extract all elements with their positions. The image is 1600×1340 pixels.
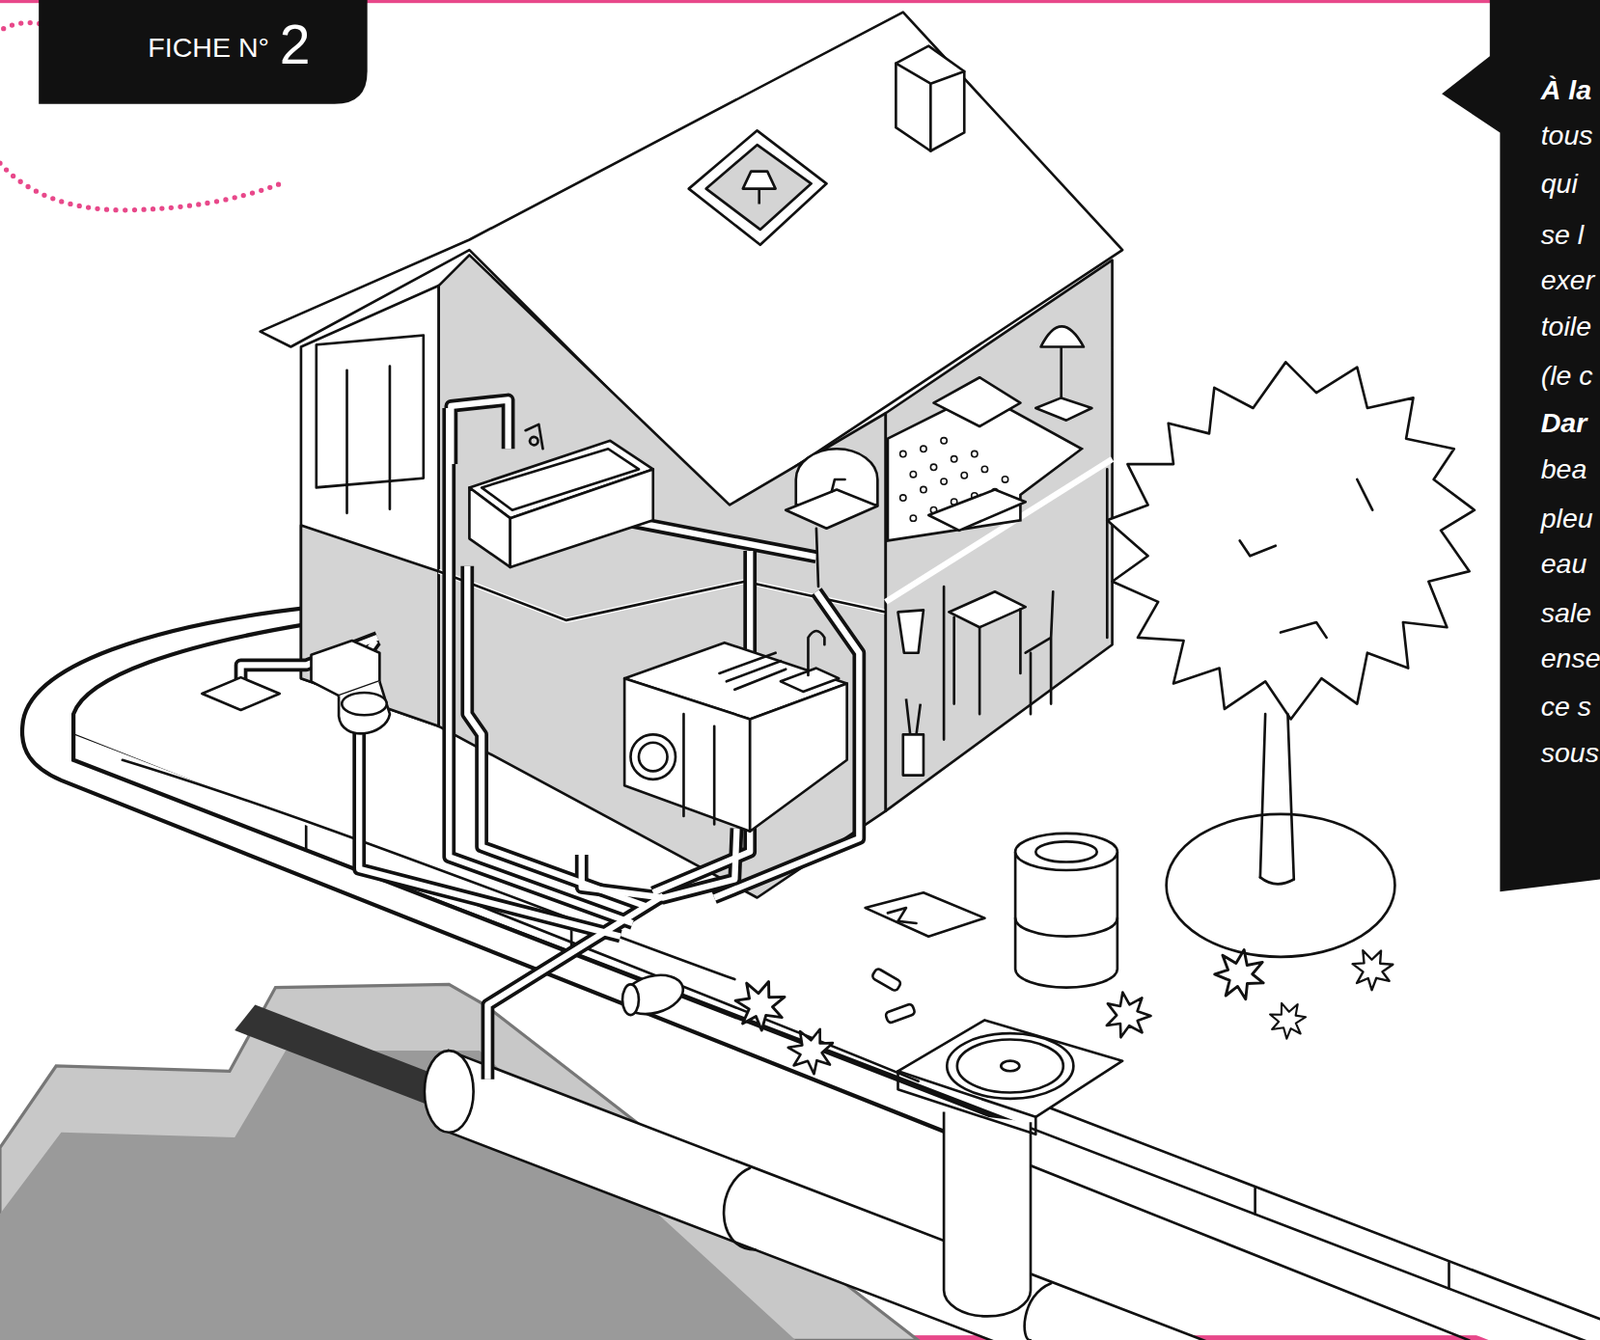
chair bbox=[1025, 591, 1054, 715]
tree-root bbox=[1260, 877, 1295, 884]
sheet-label: FICHE N° bbox=[147, 34, 270, 63]
toilet-bowl bbox=[338, 681, 390, 734]
sheet-label: 2 bbox=[279, 16, 311, 72]
drain-shaft bbox=[943, 1112, 1031, 1318]
pipes-fill bbox=[241, 400, 860, 1080]
sink-cabinet bbox=[749, 683, 847, 831]
sewer-joint bbox=[723, 1168, 755, 1251]
panel-text: sous bbox=[1541, 740, 1600, 769]
trash-can bbox=[1015, 852, 1118, 989]
ground-floor-wall bbox=[301, 525, 440, 727]
node-shape bbox=[38, 0, 367, 105]
text-panel: À la tous qui se l exer toile (le c Dar bea pleu e… bbox=[1434, 0, 1600, 894]
pipes-outline bbox=[241, 400, 860, 1080]
floor-drain bbox=[201, 677, 279, 711]
machine-door-glass bbox=[638, 743, 668, 773]
panel-text: À la bbox=[1541, 76, 1592, 105]
trash-can-band bbox=[1015, 918, 1118, 938]
sheet-tab: FICHE N° 2 bbox=[38, 0, 367, 105]
desk bbox=[948, 591, 1025, 628]
nightstand bbox=[1035, 397, 1092, 420]
washbasin-stand bbox=[816, 479, 846, 587]
panel-text: se l bbox=[1541, 220, 1584, 249]
rug bbox=[928, 490, 1025, 531]
kitchen-sink bbox=[780, 668, 839, 692]
machine-door bbox=[630, 734, 676, 780]
can-end bbox=[622, 984, 639, 1016]
skylight bbox=[689, 130, 828, 245]
bath-tap bbox=[525, 424, 544, 449]
panel-text: bea bbox=[1541, 456, 1588, 485]
washbasin bbox=[785, 490, 878, 529]
window bbox=[316, 335, 424, 489]
tree-canopy bbox=[1106, 361, 1475, 719]
tree-base bbox=[1166, 814, 1396, 958]
drain-cover-hole bbox=[1000, 1061, 1020, 1073]
drain-grate bbox=[898, 1020, 1124, 1117]
panel-text: sale bbox=[1541, 600, 1592, 629]
panel-text: exer bbox=[1541, 267, 1596, 296]
tree-detail bbox=[1240, 479, 1373, 638]
panel-text: (le c bbox=[1541, 361, 1594, 390]
sewer-pipe-end bbox=[424, 1050, 474, 1133]
skylight-glass bbox=[706, 144, 812, 230]
panel-text: eau bbox=[1541, 551, 1588, 580]
toilet-seat bbox=[341, 692, 387, 716]
side-rooms bbox=[885, 260, 1113, 812]
faucet bbox=[807, 631, 825, 676]
panel-text: ce s bbox=[1541, 693, 1592, 722]
chimney-edge bbox=[895, 63, 965, 152]
chimney bbox=[895, 46, 965, 152]
desk-legs bbox=[954, 608, 1021, 715]
trash-can-top bbox=[1015, 833, 1118, 871]
tree-trunk bbox=[1260, 714, 1295, 880]
drain-cover-ring bbox=[957, 1039, 1064, 1093]
bathtub-side bbox=[510, 468, 654, 568]
panel-text: qui bbox=[1541, 170, 1578, 199]
drain-cover bbox=[946, 1033, 1074, 1100]
washing-machine bbox=[624, 678, 750, 832]
bed-lamp bbox=[1041, 326, 1084, 403]
drain-edge bbox=[898, 1071, 1037, 1135]
paper-print bbox=[887, 908, 917, 924]
window-frame bbox=[347, 366, 390, 514]
umbrella-stand bbox=[903, 698, 924, 775]
pillow bbox=[934, 377, 1021, 427]
paper-litter bbox=[865, 892, 986, 937]
panel-text: toile bbox=[1541, 313, 1592, 342]
can-litter bbox=[618, 968, 688, 1021]
cigarette-butt bbox=[884, 1003, 916, 1024]
wall-lamp bbox=[898, 609, 924, 653]
node-shape bbox=[1441, 0, 1600, 892]
panel-text: ense bbox=[1541, 644, 1600, 673]
trash-can-opening bbox=[1035, 841, 1097, 862]
bathtub-front bbox=[468, 487, 510, 567]
interior bbox=[439, 254, 886, 898]
panel-text: Dar bbox=[1541, 410, 1588, 439]
panel-text: pleu bbox=[1541, 504, 1594, 533]
panel-text: tous bbox=[1541, 122, 1594, 151]
ceiling-lamp bbox=[743, 171, 776, 205]
cigarette-butt bbox=[871, 967, 902, 993]
counter-lines bbox=[683, 653, 786, 826]
gable-wall bbox=[301, 285, 440, 727]
